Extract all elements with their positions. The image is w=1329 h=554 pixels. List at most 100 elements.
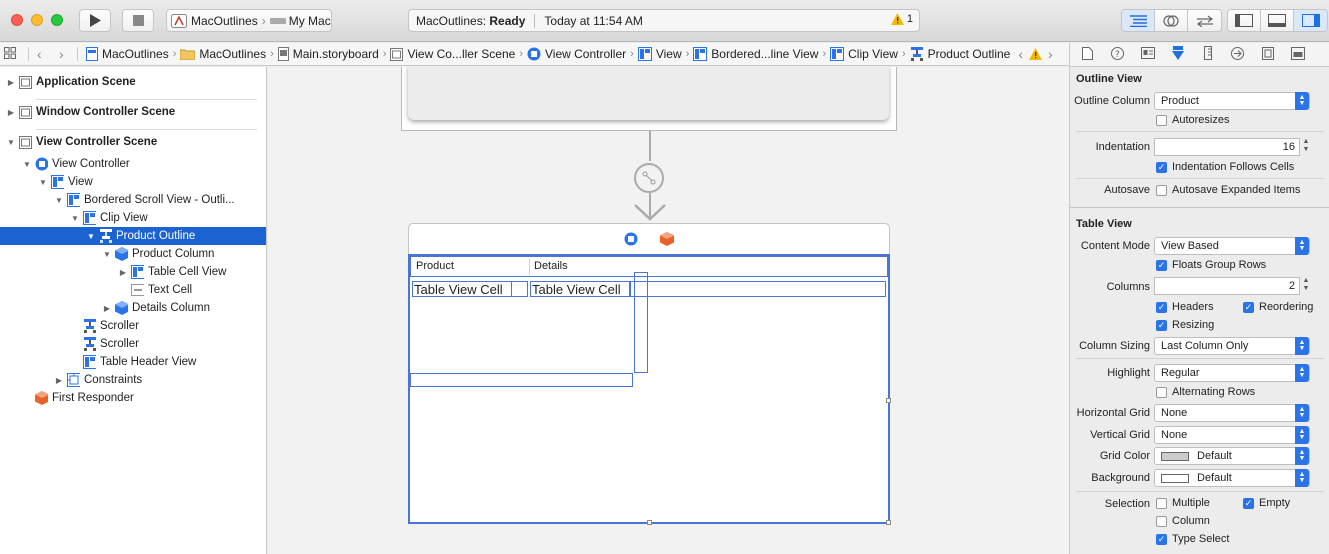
outline-row-clip-view[interactable]: ▼ Clip View — [0, 209, 266, 227]
jump-item-storyboard[interactable]: Main.storyboard — [276, 47, 381, 61]
table-header-view[interactable]: Product Details — [410, 256, 888, 277]
outline-row-window-controller-scene[interactable]: ▶ Window Controller Scene — [0, 103, 266, 121]
previous-issue-button[interactable]: ‹ — [1018, 46, 1024, 62]
resize-handle[interactable] — [647, 520, 652, 525]
view-controller-icon[interactable] — [624, 232, 638, 246]
autosave-expanded-items-checkbox[interactable]: Autosave Expanded Items — [1156, 184, 1300, 196]
toggle-debug-area-button[interactable] — [1261, 10, 1294, 31]
toggle-utilities-button[interactable] — [1294, 10, 1327, 31]
jump-item-scroll-view[interactable]: Bordered...line View — [691, 47, 820, 61]
reordering-checkbox[interactable]: ✓ Reordering — [1243, 301, 1313, 313]
resize-handle[interactable] — [886, 520, 891, 525]
content-mode-popup[interactable]: View Based ▲▼ — [1154, 237, 1310, 255]
horizontal-grid-popup[interactable]: None ▲▼ — [1154, 404, 1310, 422]
horizontal-scroller[interactable] — [410, 373, 633, 387]
next-issue-button[interactable]: › — [1048, 46, 1053, 62]
outline-row-product-column[interactable]: ▼ Product Column — [0, 245, 266, 263]
outline-row-details-column[interactable]: ▶ Details Column — [0, 299, 266, 317]
window-content-view[interactable] — [408, 67, 889, 120]
indentation-stepper[interactable]: ▲▼ — [1302, 138, 1310, 153]
columns-field[interactable]: 2 — [1154, 277, 1300, 295]
table-view-cell-text[interactable]: Table View Cell — [414, 282, 503, 297]
related-items-button[interactable] — [4, 46, 20, 62]
interface-builder-canvas[interactable]: Product Details Table View Cell Table Vi… — [268, 67, 1069, 554]
disclosure-triangle-expanded-icon[interactable]: ▼ — [71, 213, 79, 223]
disclosure-triangle-expanded-icon[interactable]: ▼ — [87, 231, 95, 241]
jump-item-clip-view[interactable]: Clip View — [828, 47, 900, 61]
scheme-selector[interactable]: MacOutlines › My Mac — [166, 9, 332, 32]
column-sizing-popup[interactable]: Last Column Only ▲▼ — [1154, 337, 1310, 355]
outline-row-view-controller[interactable]: ▼ View Controller — [0, 155, 266, 173]
file-inspector-tab[interactable] — [1078, 46, 1097, 63]
view-effects-tab[interactable] — [1288, 46, 1307, 63]
column-header-details[interactable]: Details — [534, 260, 568, 272]
disclosure-triangle-collapsed-icon[interactable]: ▶ — [119, 267, 127, 277]
disclosure-triangle-collapsed-icon[interactable]: ▶ — [103, 303, 111, 313]
indentation-field[interactable]: 16 — [1154, 138, 1300, 156]
stop-button[interactable] — [122, 9, 154, 32]
outline-row-view[interactable]: ▼ View — [0, 173, 266, 191]
back-button[interactable]: ‹ — [37, 46, 42, 62]
column-selection-checkbox[interactable]: Column — [1156, 515, 1210, 527]
warning-icon[interactable] — [1029, 48, 1043, 60]
outline-row-application-scene[interactable]: ▶ Application Scene — [0, 73, 266, 91]
disclosure-triangle-collapsed-icon[interactable]: ▶ — [55, 375, 63, 385]
standard-editor-button[interactable] — [1122, 10, 1155, 31]
headers-checkbox[interactable]: ✓ Headers — [1156, 301, 1214, 313]
segue-icon[interactable] — [634, 163, 664, 193]
toggle-navigator-button[interactable] — [1228, 10, 1261, 31]
outline-row-bordered-scroll-view[interactable]: ▼ Bordered Scroll View - Outli... — [0, 191, 266, 209]
empty-selection-checkbox[interactable]: ✓ Empty — [1243, 497, 1290, 509]
zoom-window-button[interactable] — [51, 14, 63, 26]
outline-row-table-cell-view[interactable]: ▶ Table Cell View — [0, 263, 266, 281]
outline-row-view-controller-scene[interactable]: ▼ View Controller Scene — [0, 133, 266, 151]
outline-row-scroller[interactable]: Scroller — [0, 335, 266, 353]
identity-inspector-tab[interactable] — [1138, 47, 1157, 62]
jump-item-project[interactable]: MacOutlines — [84, 47, 171, 61]
resize-handle[interactable] — [886, 398, 891, 403]
disclosure-triangle-collapsed-icon[interactable]: ▶ — [7, 77, 15, 87]
disclosure-triangle-expanded-icon[interactable]: ▼ — [55, 195, 63, 205]
table-view-cell-text[interactable]: Table View Cell — [532, 282, 621, 297]
outline-row-first-responder[interactable]: First Responder — [0, 389, 266, 407]
forward-button[interactable]: › — [59, 46, 64, 62]
column-header-product[interactable]: Product — [416, 260, 454, 272]
jump-item-product-outline[interactable]: Product Outline — [908, 46, 1013, 62]
highlight-popup[interactable]: Regular ▲▼ — [1154, 364, 1310, 382]
jump-item-view[interactable]: View — [636, 47, 684, 61]
vertical-scroller[interactable] — [634, 272, 648, 373]
alternating-rows-checkbox[interactable]: Alternating Rows — [1156, 386, 1255, 398]
background-color-popup[interactable]: Default ▲▼ — [1154, 469, 1310, 487]
vertical-grid-popup[interactable]: None ▲▼ — [1154, 426, 1310, 444]
disclosure-triangle-collapsed-icon[interactable]: ▶ — [7, 107, 15, 117]
first-responder-icon[interactable] — [660, 232, 674, 246]
warning-badge[interactable]: 1 — [890, 13, 913, 25]
connections-inspector-tab[interactable] — [1228, 46, 1247, 63]
version-editor-button[interactable] — [1188, 10, 1221, 31]
jump-item-folder[interactable]: MacOutlines — [178, 47, 268, 61]
table-row-extent[interactable] — [630, 281, 886, 297]
autoresizes-checkbox[interactable]: Autoresizes — [1156, 114, 1229, 126]
attributes-inspector-tab[interactable] — [1168, 45, 1187, 64]
outline-row-scroller[interactable]: Scroller — [0, 317, 266, 335]
quick-help-tab[interactable]: ? — [1108, 46, 1127, 63]
outline-column-popup[interactable]: Product ▲▼ — [1154, 92, 1310, 110]
view-controller-view[interactable]: Product Details Table View Cell Table Vi… — [408, 254, 891, 525]
outline-row-product-outline[interactable]: ▼ Product Outline — [0, 227, 266, 245]
grid-color-popup[interactable]: Default ▲▼ — [1154, 447, 1310, 465]
floats-group-rows-checkbox[interactable]: ✓ Floats Group Rows — [1156, 259, 1266, 271]
size-inspector-tab[interactable] — [1198, 46, 1217, 63]
outline-row-table-header-view[interactable]: Table Header View — [0, 353, 266, 371]
type-select-checkbox[interactable]: ✓ Type Select — [1156, 533, 1229, 545]
jump-item-view-controller[interactable]: View Controller — [525, 47, 628, 61]
table-cell-view[interactable]: Table View Cell — [412, 281, 528, 297]
disclosure-triangle-expanded-icon[interactable]: ▼ — [39, 177, 47, 187]
outline-row-text-cell[interactable]: Text Cell — [0, 281, 266, 299]
table-cell-view[interactable]: Table View Cell — [530, 281, 630, 297]
jump-item-scene[interactable]: View Co...ller Scene — [388, 47, 517, 61]
disclosure-triangle-expanded-icon[interactable]: ▼ — [23, 159, 31, 169]
assistant-editor-button[interactable] — [1155, 10, 1188, 31]
disclosure-triangle-expanded-icon[interactable]: ▼ — [7, 137, 15, 147]
run-button[interactable] — [79, 9, 111, 32]
bindings-inspector-tab[interactable] — [1258, 46, 1277, 63]
